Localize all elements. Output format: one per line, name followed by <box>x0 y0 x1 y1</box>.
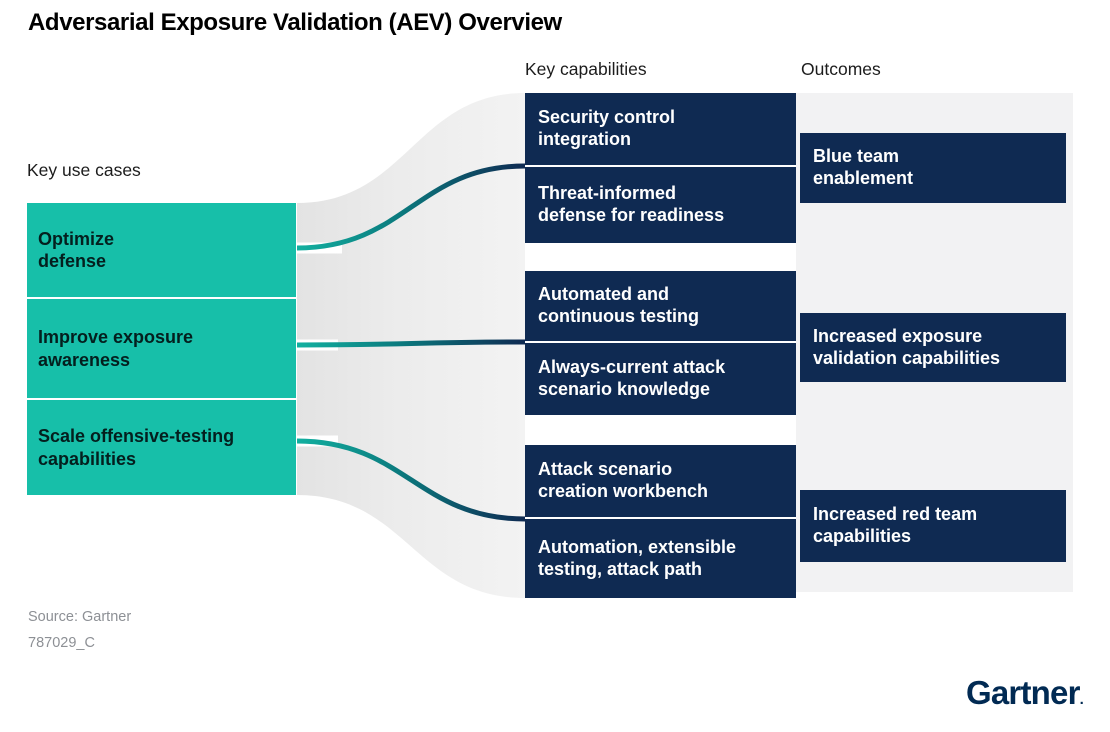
capability-automated-continuous-testing: Automated and continuous testing <box>525 271 796 341</box>
capability-label: Attack scenario creation workbench <box>538 459 709 501</box>
capability-label: Automated and continuous testing <box>538 284 699 326</box>
column-label-use-cases: Key use cases <box>27 160 141 180</box>
capability-always-current-attack-scenario: Always-current attack scenario knowledge <box>525 343 796 415</box>
source-text: Source: Gartner <box>28 609 132 625</box>
capability-attack-scenario-workbench: Attack scenario creation workbench <box>525 445 796 517</box>
use-case-label: Improve exposure awareness <box>38 327 194 370</box>
capability-threat-informed-defense: Threat-informed defense for readiness <box>525 167 796 243</box>
use-case-label: Scale offensive-testing capabilities <box>38 426 235 469</box>
column-label-outcomes: Outcomes <box>801 59 881 79</box>
use-case-scale-offensive-testing: Scale offensive-testing capabilities <box>27 400 296 495</box>
registered-mark-dot: . <box>1079 691 1084 708</box>
use-case-improve-exposure-awareness: Improve exposure awareness <box>27 299 296 398</box>
gartner-logo-text: Gartner <box>966 674 1080 711</box>
outcome-label: Blue team enablement <box>813 146 914 188</box>
document-id: 787029_C <box>28 635 95 651</box>
outcome-label: Increased exposure validation capabiliti… <box>813 325 1001 368</box>
page-title: Adversarial Exposure Validation (AEV) Ov… <box>28 9 562 36</box>
column-label-key-capabilities: Key capabilities <box>525 59 647 79</box>
outcome-increased-red-team: Increased red team capabilities <box>800 490 1066 562</box>
capability-security-control-integration: Security control integration <box>525 93 796 165</box>
use-case-optimize-defense: Optimize defense <box>27 203 296 297</box>
link-curve-optimize-defense <box>296 163 526 251</box>
use-case-label: Optimize defense <box>38 228 115 271</box>
outcome-increased-exposure-validation: Increased exposure validation capabiliti… <box>800 313 1066 382</box>
link-curve-scale-offensive <box>296 438 526 522</box>
capability-automation-extensible-testing: Automation, extensible testing, attack p… <box>525 519 796 598</box>
capability-label: Threat-informed defense for readiness <box>538 183 725 225</box>
capability-label: Security control integration <box>538 107 676 149</box>
capability-label: Always-current attack scenario knowledge <box>538 357 726 399</box>
capability-label: Automation, extensible testing, attack p… <box>538 536 737 579</box>
link-curve-improve-exposure <box>296 339 526 348</box>
outcome-label: Increased red team capabilities <box>813 504 978 546</box>
gartner-logo: Gartner. <box>966 674 1084 712</box>
outcome-blue-team-enablement: Blue team enablement <box>800 133 1066 203</box>
